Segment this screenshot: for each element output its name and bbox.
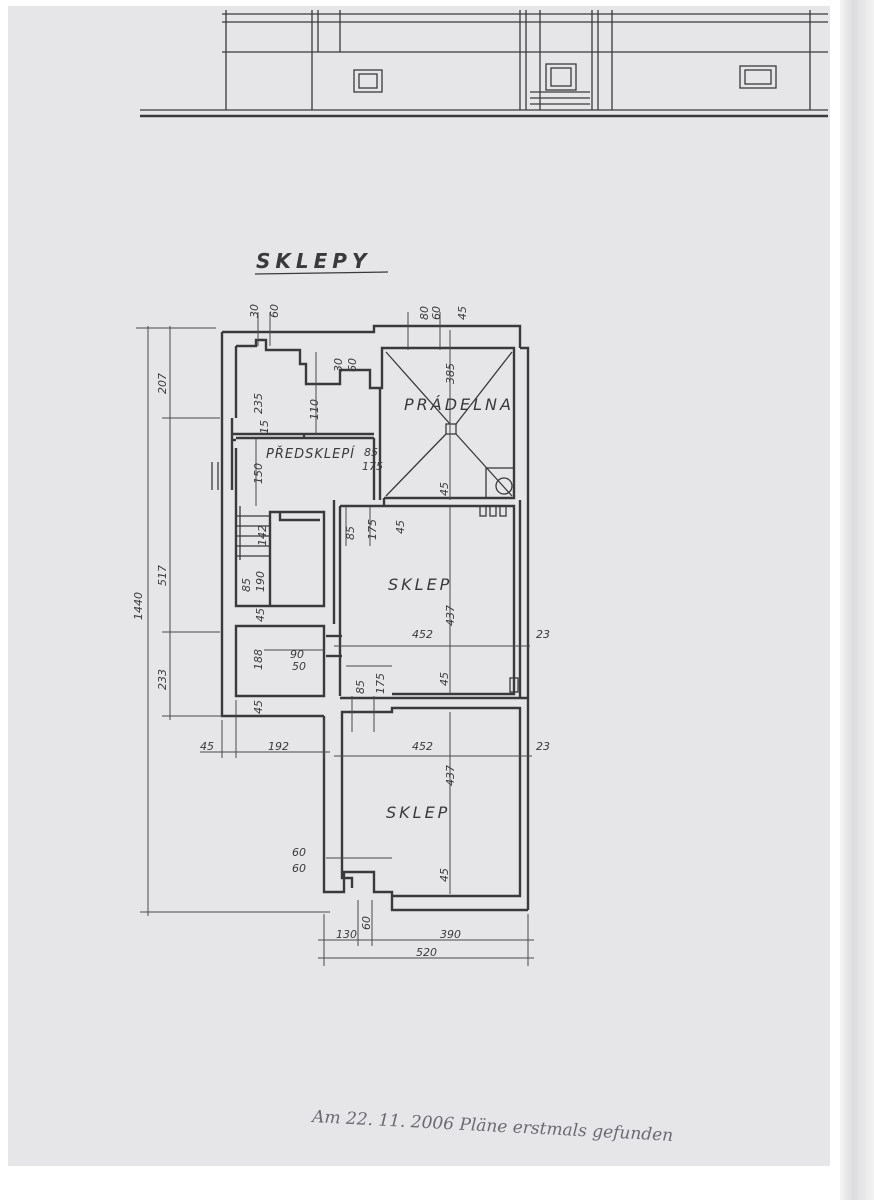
dim-235: 235: [252, 393, 265, 414]
dim-142: 142: [256, 525, 269, 546]
paper-edge-shadow: [840, 0, 874, 1200]
dim-bottom-390: 390: [440, 928, 461, 941]
dim-45c: 45: [438, 672, 451, 686]
dim-85b: 85: [344, 526, 357, 540]
dim-85d: 85: [354, 680, 367, 694]
room-label-sklep-lower: SKLEP: [386, 803, 450, 822]
dim-top-60b: 60: [430, 306, 443, 320]
dim-mid-30: 30: [332, 358, 345, 372]
dim-110: 110: [308, 399, 321, 420]
dim-top-60a: 60: [268, 304, 281, 318]
dim-15: 15: [258, 420, 271, 434]
dim-bottom-520: 520: [416, 946, 437, 959]
details: [211, 423, 519, 693]
drawing-title: SKLEPY: [256, 249, 371, 273]
pradelna-diagonals: [385, 351, 513, 497]
dim-45b: 45: [254, 608, 267, 622]
dim-175c: 175: [374, 673, 387, 694]
dimension-numbers: 1440 207 517 233 45 192 452 437 23 452 4…: [132, 304, 550, 959]
dimension-lines: [136, 312, 534, 966]
walls: [220, 324, 530, 912]
dim-left-517: 517: [156, 565, 169, 586]
dim-lower-437: 437: [444, 765, 457, 786]
dim-upper-23: 23: [536, 628, 550, 641]
elevation-window-2: [545, 63, 577, 91]
dim-left-207: 207: [156, 373, 169, 394]
dim-top-45: 45: [456, 306, 469, 320]
dim-45d: 45: [252, 700, 265, 714]
dim-lower-452: 452: [412, 740, 433, 753]
room-label-predsklepi: PŘEDSKLEPÍ: [266, 446, 355, 462]
dim-upper-452: 452: [412, 628, 433, 641]
dim-45f: 45: [394, 520, 407, 534]
dim-85a: 85: [364, 446, 378, 459]
dim-385: 385: [444, 363, 457, 384]
dim-top-30: 30: [248, 304, 261, 318]
dim-175b: 175: [366, 519, 379, 540]
dim-row-192: 192: [268, 740, 289, 753]
dim-45e: 45: [438, 868, 451, 882]
room-label-sklep-upper: SKLEP: [388, 575, 452, 594]
dim-45a: 45: [438, 482, 451, 496]
dim-lower-23: 23: [536, 740, 550, 753]
dim-188: 188: [252, 649, 265, 670]
dim-50: 50: [292, 660, 306, 673]
dim-175a: 175: [362, 460, 383, 473]
dim-90: 90: [290, 648, 304, 661]
dim-60d: 60: [292, 862, 306, 875]
dim-row-45: 45: [200, 740, 214, 753]
room-label-pradelna: PRÁDELNA: [404, 395, 514, 414]
dim-top-80: 80: [418, 306, 431, 320]
dim-bottom-130: 130: [336, 928, 357, 941]
dim-overall-height: 1440: [132, 592, 145, 620]
dim-85c: 85: [240, 578, 253, 592]
dim-150: 150: [252, 463, 265, 484]
dim-mid-60: 60: [346, 358, 359, 372]
dim-190: 190: [254, 571, 267, 592]
dim-left-233: 233: [156, 669, 169, 690]
dim-upper-437: 437: [444, 605, 457, 626]
elevation-window-1: [353, 69, 383, 93]
elevation-fragment: [140, 10, 828, 118]
handwritten-note: Am 22. 11. 2006 Pläne erstmals gefunden: [310, 1107, 674, 1146]
paper-sheet: [8, 6, 830, 1166]
dim-60c: 60: [292, 846, 306, 859]
dim-bottom-60: 60: [360, 916, 373, 930]
elevation-window-3: [739, 65, 777, 89]
